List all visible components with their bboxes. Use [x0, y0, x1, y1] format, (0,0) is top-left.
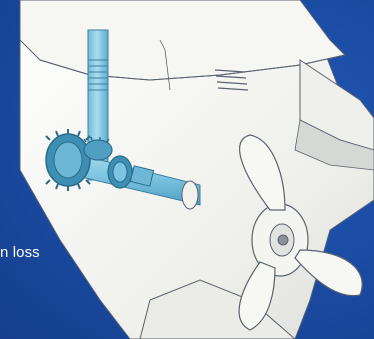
caption-fragment: n loss: [0, 244, 40, 261]
bearing-collar: [182, 181, 198, 209]
